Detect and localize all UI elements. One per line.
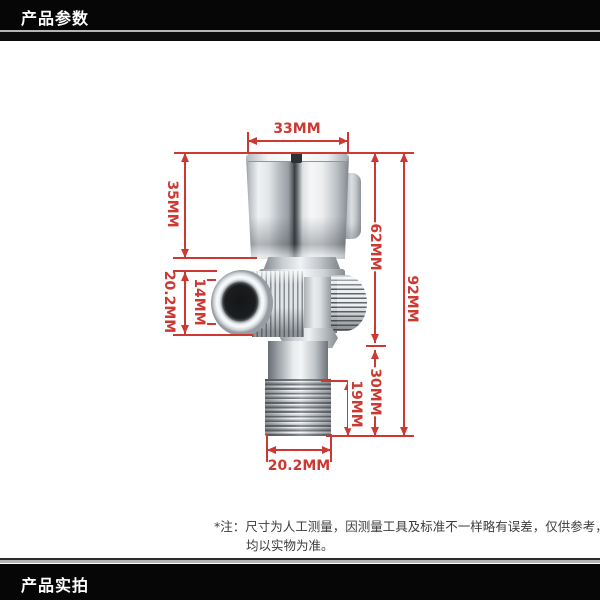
top-banner-strip (0, 32, 600, 41)
arrowhead (371, 350, 379, 359)
arrowhead (371, 427, 379, 436)
dim-total-height-line (403, 153, 405, 436)
measurement-note-line2: 均以实物为准。 (246, 538, 334, 553)
valve-handle-seam (291, 153, 302, 163)
arrowhead (371, 153, 379, 162)
extension-tick (347, 132, 349, 153)
arrowhead (400, 153, 408, 162)
arrowhead (181, 249, 189, 258)
extension-line (173, 270, 217, 272)
extension-line-bottom (326, 435, 414, 437)
dim-lower-height-label: 30MM (367, 367, 383, 417)
valve-right-outlet (331, 275, 367, 331)
dim-left-inner-label: 14MM (191, 277, 207, 327)
dim-thread-length-label: 19MM (348, 379, 364, 429)
valve-neck (263, 257, 341, 271)
bottom-banner-top-line (0, 558, 600, 560)
top-banner (0, 0, 600, 30)
bottom-banner-separator (0, 560, 600, 563)
measurement-note-line1: *注：尺寸为人工测量，因测量工具及标准不一样略有误差，仅供参考， (214, 519, 600, 534)
valve-handle (246, 153, 349, 259)
arrowhead (339, 137, 348, 145)
dim-bottom-outer-line (267, 449, 331, 451)
extension-line (173, 257, 257, 259)
valve-handle-tab (344, 173, 361, 239)
extension-line-top (174, 152, 414, 154)
section-title-product-photos: 产品实拍 (21, 576, 90, 595)
arrowhead (322, 446, 331, 454)
dim-upper-height-label: 62MM (367, 222, 383, 272)
dim-top-width-line (248, 140, 348, 142)
extension-tick (330, 434, 332, 462)
valve-bottom-thread (265, 379, 331, 436)
valve-bottom-pipe (268, 341, 328, 380)
dim-handle-height-line (184, 153, 186, 258)
dim-total-height-label: 92MM (404, 275, 420, 323)
section-title-product-parameters: 产品参数 (21, 9, 90, 28)
dim-left-outer-label: 20.2MM (161, 270, 177, 334)
valve-left-outlet-opening (211, 270, 273, 336)
arrowhead (344, 427, 352, 436)
extension-tick (366, 345, 386, 347)
arrowhead (248, 137, 257, 145)
dim-handle-height-label: 35MM (164, 180, 180, 228)
arrowhead (181, 325, 189, 334)
arrowhead (267, 446, 276, 454)
arrowhead (371, 334, 379, 343)
arrowhead (181, 272, 189, 281)
dim-left-outer-line (184, 272, 186, 334)
arrowhead (181, 153, 189, 162)
top-banner-separator (0, 30, 600, 32)
dim-bottom-outer-label: 20.2MM (267, 458, 331, 474)
dim-top-width-label: 33MM (273, 121, 321, 137)
bottom-banner (0, 564, 600, 600)
extension-line (173, 334, 253, 336)
extension-tick (321, 380, 352, 382)
arrowhead (400, 427, 408, 436)
